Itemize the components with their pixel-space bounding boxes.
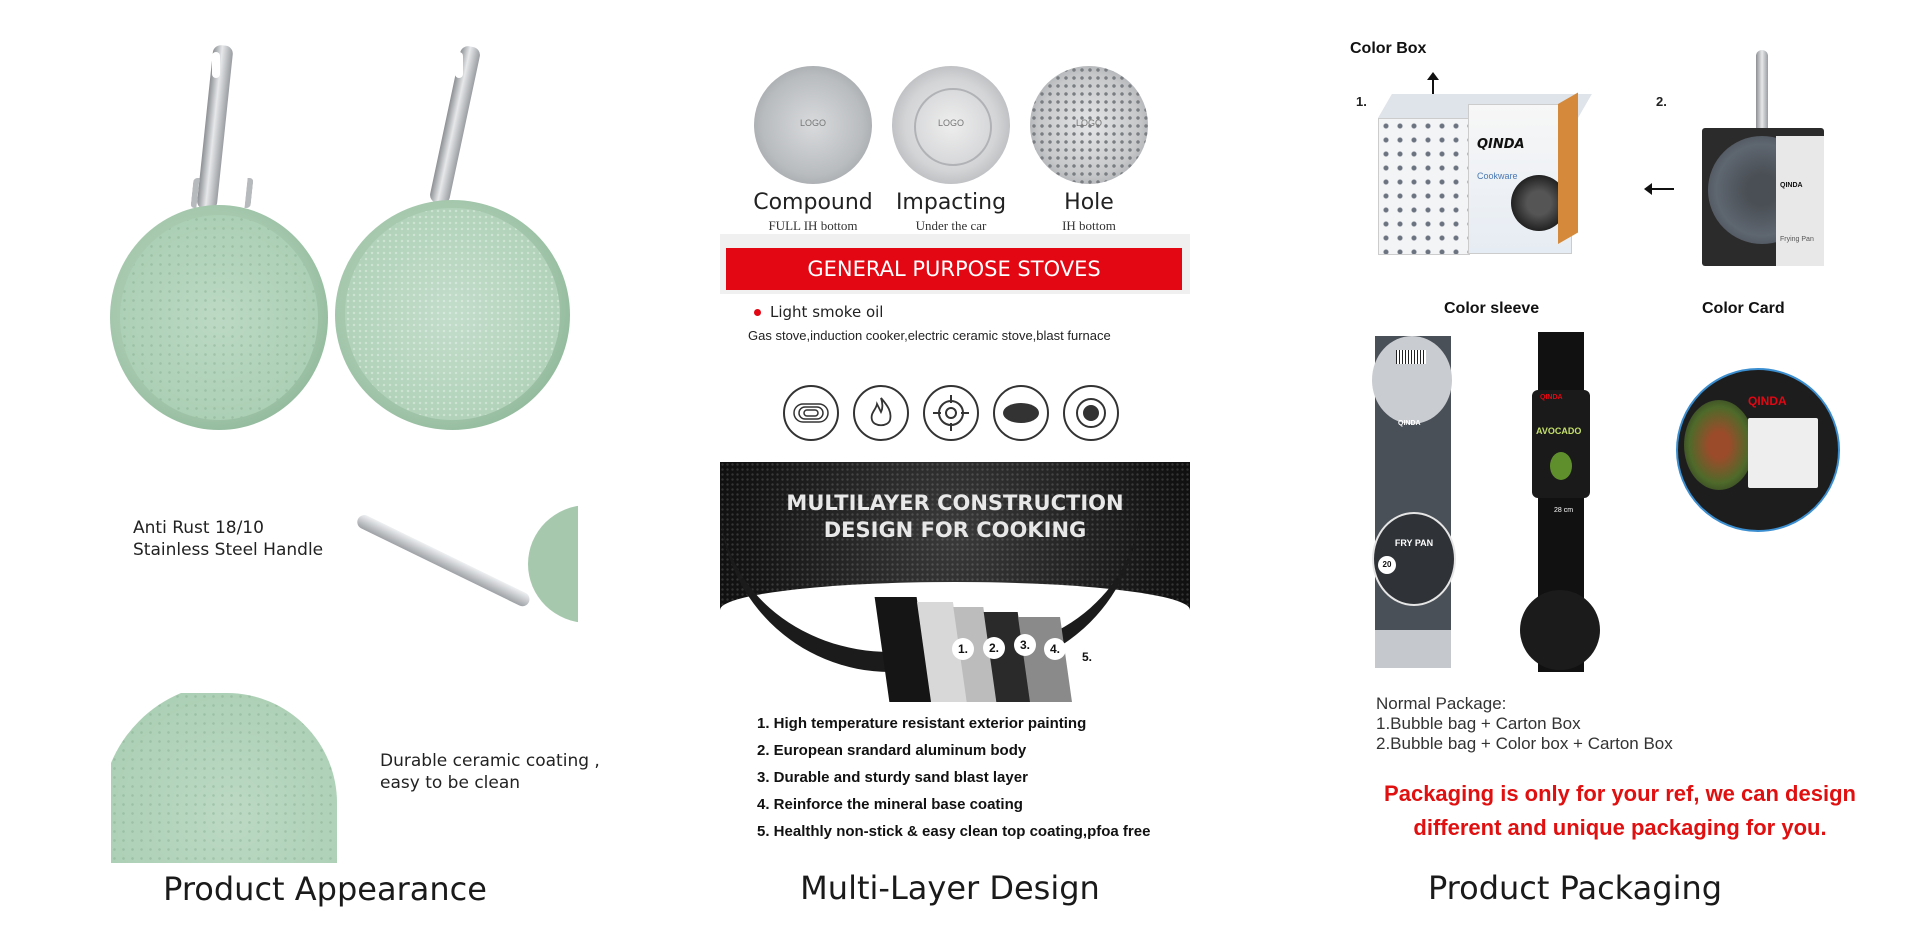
compound-title: Compound [753,190,873,215]
box-orange-edge [1558,92,1578,244]
light-smoke-oil-text: Light smoke oil [770,303,884,321]
normal-package-text: Normal Package: 1.Bubble bag + Carton Bo… [1376,694,1673,754]
layer-item-4: 4. Reinforce the mineral base coating [757,796,1023,813]
impacting-subtitle: Under the car [915,218,987,233]
multi-layer-design-caption: Multi-Layer Design [800,869,1100,907]
sleeve1-fry-pan-text: FRY PAN [1394,538,1434,548]
card-brand-text: QINDA [1748,394,1787,408]
layer-number-3: 3. [1014,634,1036,656]
normal-package-option-2: 2.Bubble bag + Color box + Carton Box [1376,734,1673,753]
box-pan-photo [1511,175,1567,231]
packaging-note-line-1: Packaging is only for your ref, we can d… [1384,781,1856,806]
sleeve1-brand-text: QINDA [1398,420,1421,427]
disc-logo-text: LOGO [937,118,964,128]
handle-hole [212,52,220,78]
layer-number-4: 4. [1044,638,1066,660]
handle-feature-line-1: Anti Rust 18/10 [133,518,264,538]
package-number-2: 2. [1656,94,1667,109]
general-purpose-stoves-banner: GENERAL PURPOSE STOVES [726,248,1182,290]
hotplate-icon [1063,385,1119,441]
compound-bottom-disc: LOGO [754,66,872,184]
sleeve2-panel: QINDA AVOCADO [1532,390,1590,498]
color-card-image: QINDA [1676,368,1840,532]
induction-coil-icon [783,385,839,441]
pan-rim-closeup [528,505,578,623]
sleeve1-size-badge: 20 [1378,556,1396,574]
barcode-icon [1396,350,1426,364]
layer-item-3: 3. Durable and sturdy sand blast layer [757,769,1028,786]
sleeve2-size-text: 28 cm [1554,507,1574,514]
box2-body: QINDA Frying Pan [1702,128,1824,266]
left-arrow-icon [1644,183,1674,195]
pan-cooking-surface [120,215,318,420]
coating-feature-line-2: easy to be clean [380,773,521,793]
normal-package-option-1: 1.Bubble bag + Carton Box [1376,714,1581,733]
brand-logo-box: QINDA [1477,137,1525,152]
box-front: QINDA Cookware [1468,104,1572,254]
avocado-icon [1550,452,1572,480]
sleeve2-avocado-text: AVOCADO [1536,426,1582,436]
layer-number-5: 5. [1076,646,1098,668]
box-side [1378,118,1470,255]
hole-bottom-disc: LOGO [1030,66,1148,184]
hole-subtitle: IH bottom [1062,218,1116,233]
handle-bracket [190,178,254,208]
handle-feature-text: Anti Rust 18/10 Stainless Steel Handle [133,517,323,561]
disc-ring [914,88,992,166]
packaging-note: Packaging is only for your ref, we can d… [1340,777,1900,845]
package-number-1: 1. [1356,94,1367,109]
multilayer-construction-image: MULTILAYER CONSTRUCTION DESIGN FOR COOKI… [720,462,1190,702]
sleeve1-bottom [1375,630,1451,668]
box2-label-strip: QINDA Frying Pan [1776,136,1824,266]
impacting-title: Impacting [895,190,1007,215]
layer-number-1: 1. [952,638,974,660]
bullet-icon [754,309,761,316]
normal-package-title: Normal Package: [1376,694,1507,713]
layer-number-2: 2. [983,637,1005,659]
flame-icon [853,385,909,441]
sleeve1-lower-circle: FRY PAN 20 [1372,512,1456,606]
card-food-photo [1684,400,1754,490]
layer-item-1: 1. High temperature resistant exterior p… [757,715,1087,732]
sleeve2-brand-text: QINDA [1540,394,1563,401]
compound-subtitle: FULL IH bottom [768,218,858,233]
product-appearance-caption: Product Appearance [163,870,487,908]
card-info-panel [1748,418,1818,488]
handle-hole [455,52,463,78]
handle-feature-line-2: Stainless Steel Handle [133,540,324,560]
packaging-note-line-2: different and unique packaging for you. [1413,815,1827,840]
color-sleeve-label: Color sleeve [1444,300,1540,317]
hole-title: Hole [1064,190,1114,215]
coating-feature-line-1: Durable ceramic coating , [380,751,600,771]
disc-logo-text: LOGO [1075,118,1102,128]
disc-logo-text: LOGO [799,118,826,128]
impacting-bottom-disc: LOGO [892,66,1010,184]
sleeve2-lower-circle [1520,590,1600,670]
box2-frying-pan-text: Frying Pan [1780,236,1814,243]
ceramic-plate-icon [993,385,1049,441]
layer-item-2: 2. European srandard aluminum body [757,742,1027,759]
coating-closeup-image [111,693,337,863]
product-packaging-caption: Product Packaging [1427,869,1723,907]
color-box-label: Color Box [1350,40,1427,57]
up-arrow-icon [1427,72,1439,94]
gas-burner-icon [923,385,979,441]
box2-pan-handle [1756,50,1768,135]
compatible-stoves-text: Gas stove,induction cooker,electric cera… [748,328,1111,343]
box-cookware-text: Cookware [1477,171,1518,181]
box2-brand-text: QINDA [1780,182,1803,189]
color-card-label: Color Card [1702,300,1785,317]
pan-cooking-surface [345,208,560,420]
handle-closeup-bar [354,512,532,609]
coating-feature-text: Durable ceramic coating , easy to be cle… [380,750,600,794]
layer-item-5: 5. Healthly non-stick & easy clean top c… [757,823,1151,840]
